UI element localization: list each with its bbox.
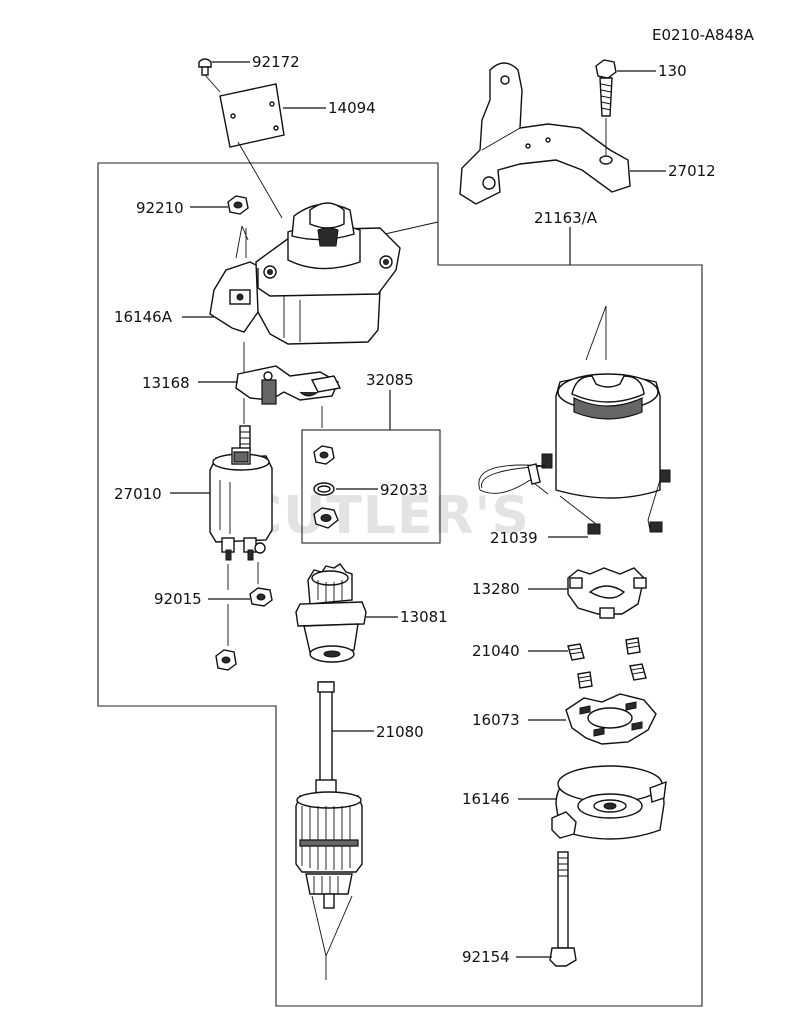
label-13081[interactable]: 13081 bbox=[400, 608, 448, 626]
label-16073[interactable]: 16073 bbox=[472, 711, 520, 729]
label-16146A[interactable]: 16146A bbox=[114, 308, 173, 326]
label-130[interactable]: 130 bbox=[658, 62, 687, 80]
part-16146-rear-cover[interactable] bbox=[551, 765, 667, 840]
label-27012[interactable]: 27012 bbox=[668, 162, 716, 180]
label-92172[interactable]: 92172 bbox=[252, 53, 300, 71]
part-130-bolt[interactable] bbox=[595, 59, 617, 117]
label-92154[interactable]: 92154 bbox=[462, 948, 510, 966]
part-27012-bracket[interactable] bbox=[459, 62, 631, 205]
label-92015[interactable]: 92015 bbox=[154, 590, 202, 608]
part-92172-screw[interactable] bbox=[198, 58, 212, 76]
part-21080-armature[interactable] bbox=[295, 681, 363, 909]
part-13280-brush-holder[interactable] bbox=[567, 567, 647, 619]
assembly-outline bbox=[97, 162, 703, 1007]
part-21039-yoke[interactable] bbox=[478, 305, 671, 535]
label-21040[interactable]: 21040 bbox=[472, 642, 520, 660]
part-21040-spring-a[interactable] bbox=[567, 643, 585, 661]
part-13081-pinion[interactable] bbox=[295, 563, 367, 663]
label-92210[interactable]: 92210 bbox=[136, 199, 184, 217]
label-32085[interactable]: 32085 bbox=[366, 371, 414, 389]
part-32085-nut-lower[interactable] bbox=[313, 507, 339, 529]
part-92015-nut-lower[interactable] bbox=[215, 649, 237, 671]
label-27010[interactable]: 27010 bbox=[114, 485, 162, 503]
kit-32085-box bbox=[301, 429, 441, 544]
label-21163A[interactable]: 21163/A bbox=[534, 209, 598, 227]
part-92210-nut[interactable] bbox=[227, 195, 249, 215]
label-14094[interactable]: 14094 bbox=[328, 99, 376, 117]
label-16146[interactable]: 16146 bbox=[462, 790, 510, 808]
part-92154-through-bolt[interactable] bbox=[549, 851, 577, 967]
label-92033[interactable]: 92033 bbox=[380, 481, 428, 499]
label-13280[interactable]: 13280 bbox=[472, 580, 520, 598]
part-16146A-front-housing[interactable] bbox=[209, 202, 401, 345]
label-21080[interactable]: 21080 bbox=[376, 723, 424, 741]
watermark-text: CUTLER'S bbox=[244, 486, 530, 546]
part-16073-plate[interactable] bbox=[565, 693, 657, 745]
part-21040-spring-d[interactable] bbox=[629, 663, 647, 681]
part-32085-nut-upper[interactable] bbox=[313, 445, 335, 465]
label-21039[interactable]: 21039 bbox=[490, 529, 538, 547]
part-92033-washer[interactable] bbox=[313, 482, 335, 496]
label-13168[interactable]: 13168 bbox=[142, 374, 190, 392]
part-92015-nut-upper[interactable] bbox=[249, 587, 273, 607]
part-14094-plate[interactable] bbox=[219, 83, 285, 148]
part-13168-brush-holder[interactable] bbox=[235, 365, 342, 405]
part-21040-spring-c[interactable] bbox=[577, 671, 593, 689]
part-21040-spring-b[interactable] bbox=[625, 637, 641, 655]
part-27010-solenoid[interactable] bbox=[209, 425, 273, 561]
diagram-code: E0210-A848A bbox=[652, 26, 755, 44]
